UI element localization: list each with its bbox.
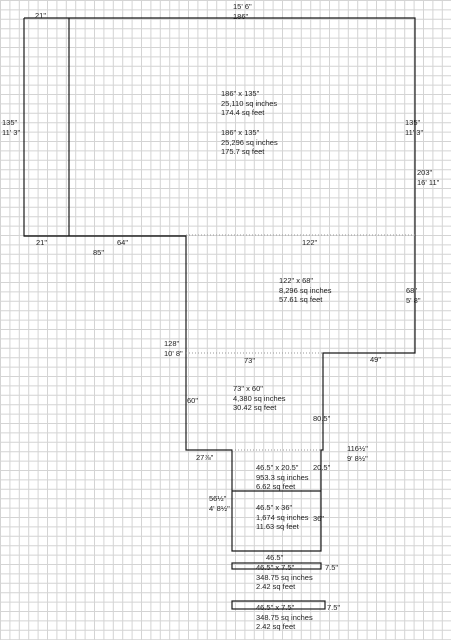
- dimension-20-5: 20.5": [313, 463, 331, 472]
- area-label: 122" x 68" 8,296 sq inches 57.61 sq feet: [279, 276, 332, 304]
- dimension-80-5: 80.5": [313, 414, 331, 423]
- dimension-36: 36": [313, 514, 325, 523]
- dimension-60: 60": [187, 396, 199, 405]
- right-dimension-68: 68" 5' 8": [406, 286, 421, 305]
- stack-total-dimension: 116½" 9' 8½": [347, 444, 368, 463]
- dimension-122: 122": [302, 238, 318, 247]
- strip-two: [231, 600, 326, 610]
- area-label: 46.5" x 7.5" 348.75 sq inches 2.42 sq fe…: [256, 563, 313, 591]
- area-label: 186" x 135" 25,296 sq inches 175.7 sq fe…: [221, 128, 278, 156]
- area-label: 46.5" x 7.5" 348.75 sq inches 2.42 sq fe…: [256, 603, 313, 631]
- stack-side-dimension: 56½" 4' 8½": [209, 494, 230, 513]
- area-label: 46.5" x 20.5" 953.3 sq inches 6.62 sq fe…: [256, 463, 309, 491]
- strip-one: [231, 562, 322, 570]
- dimension-64: 64": [117, 238, 129, 247]
- dimension-27: 27⅞": [196, 453, 214, 462]
- dimension-7-5: 7.5": [325, 563, 339, 572]
- area-label: 73" x 60" 4,380 sq inches 30.42 sq feet: [233, 384, 286, 412]
- inner-width-label: 21": [35, 11, 47, 20]
- left-total-dimension: 128" 10' 8": [164, 339, 183, 358]
- area-label: 186" x 135" 25,110 sq inches 174.4 sq fe…: [221, 89, 278, 117]
- side-total-dimension: 203" 16' 11": [417, 168, 440, 187]
- dimension-73: 73": [244, 356, 256, 365]
- outline-wall: [23, 17, 416, 552]
- top-dimension: 15' 6" 186": [233, 2, 252, 21]
- dimension-7-5: 7.5": [327, 603, 341, 612]
- right-dimension: 135" 11' 3": [405, 118, 424, 137]
- dimension-85: 85": [93, 248, 105, 257]
- dimension-46-5: 46.5": [266, 553, 284, 562]
- bottom-left-width-label: 21": [36, 238, 48, 247]
- area-label: 46.5" x 36" 1,674 sq inches 11.63 sq fee…: [256, 503, 309, 531]
- left-dimension: 135" 11' 3": [2, 118, 21, 137]
- dimension-49: 49": [370, 355, 382, 364]
